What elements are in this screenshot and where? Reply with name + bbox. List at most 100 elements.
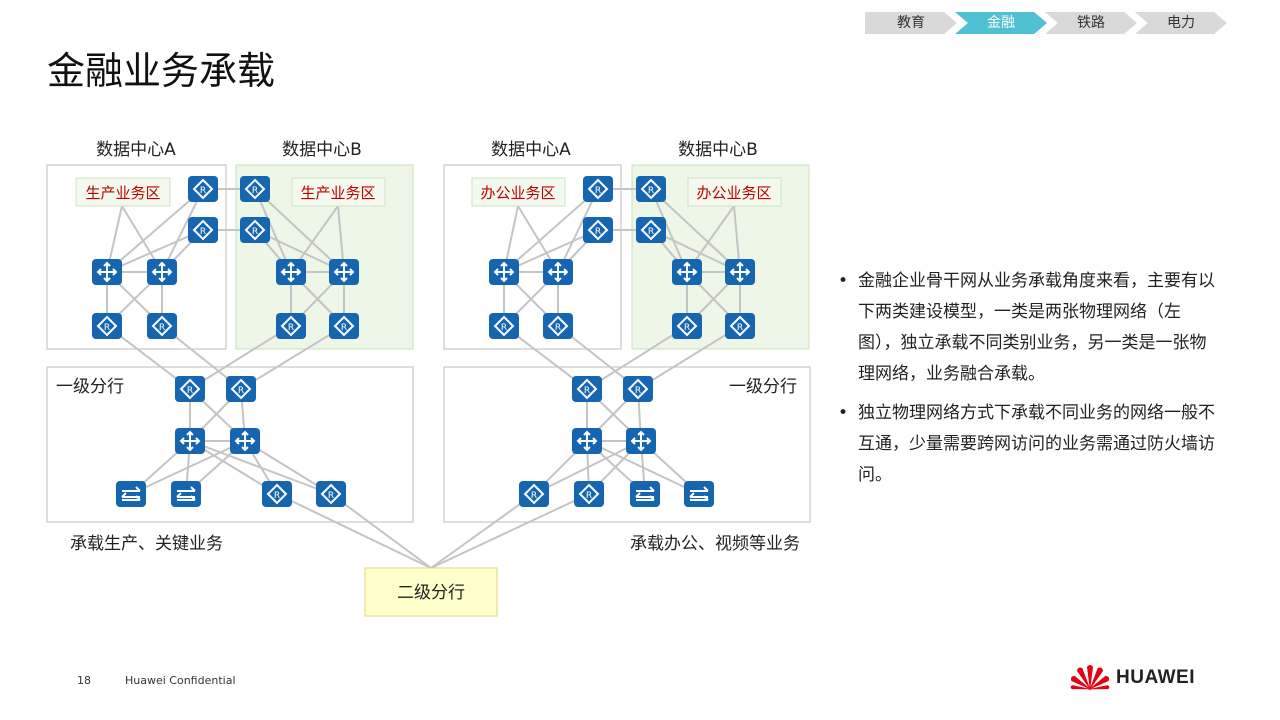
svg-text:R: R (501, 323, 507, 333)
network-link (430, 493, 590, 569)
router-icon: R (672, 313, 702, 339)
left-dc-a-title: 数据中心A (96, 140, 176, 160)
network-link (586, 440, 700, 495)
l3-switch-icon (92, 259, 122, 285)
router-icon: R (262, 481, 292, 507)
network-link (240, 325, 345, 390)
l3-switch-icon (543, 259, 573, 285)
router-icon: R (623, 376, 653, 402)
svg-text:R: R (595, 186, 601, 196)
firewall-icon (171, 481, 201, 507)
l3-switch-icon (175, 428, 205, 454)
right-dc-b-title: 数据中心B (678, 140, 758, 160)
left-branch-label: 一级分行 (56, 377, 124, 397)
left-dc-b-title: 数据中心B (282, 140, 362, 160)
page-number: 18 (77, 674, 91, 687)
network-link (189, 325, 292, 390)
network-link (650, 188, 688, 273)
huawei-logo: HUAWEI (1070, 663, 1195, 693)
network-link (430, 493, 535, 569)
network-link (254, 188, 292, 273)
router-icon: R (329, 313, 359, 339)
network-link (254, 188, 345, 273)
secondary-branch-label: 二级分行 (397, 583, 465, 603)
svg-text:R: R (328, 491, 334, 501)
bullet-item: 独立物理网络方式下承载不同业务的网络一般不互通，少量需要跨网访问的业务需通过防火… (838, 398, 1223, 491)
svg-text:R: R (595, 227, 601, 237)
right-zone-a-label: 办公业务区 (480, 184, 555, 202)
svg-text:R: R (648, 186, 654, 196)
network-link (106, 229, 204, 273)
network-diagram: 生产业务区 生产业务区 办公业务区 办公业务区 R R R R R R R R R R R R R R R R… (46, 140, 811, 617)
confidential-label: Huawei Confidential (125, 674, 236, 687)
router-icon: R (188, 176, 218, 202)
firewall-icon (684, 481, 714, 507)
network-link (503, 188, 599, 273)
network-link (276, 493, 432, 569)
network-link (557, 188, 599, 273)
firewall-icon (116, 481, 146, 507)
router-icon: R (574, 481, 604, 507)
l3-switch-icon (230, 428, 260, 454)
tab-education[interactable]: 教育 (865, 12, 957, 34)
svg-text:R: R (737, 323, 743, 333)
tab-finance[interactable]: 金融 (955, 12, 1047, 34)
right-zone-b-label: 办公业务区 (696, 184, 771, 202)
router-icon: R (519, 481, 549, 507)
bullet-item: 金融企业骨干网从业务承载角度来看，主要有以下两类建设模型，一类是两张物理网络（左… (838, 266, 1223, 390)
svg-text:R: R (288, 323, 294, 333)
huawei-flower-icon (1070, 665, 1110, 691)
router-icon: R (583, 176, 613, 202)
tab-railway[interactable]: 铁路 (1045, 12, 1137, 34)
router-icon: R (276, 313, 306, 339)
svg-text:R: R (648, 227, 654, 237)
left-zone-a-label-box (75, 177, 171, 207)
l3-switch-icon (489, 259, 519, 285)
svg-text:R: R (274, 491, 280, 501)
network-link (161, 188, 204, 273)
router-icon: R (725, 313, 755, 339)
page-title: 金融业务承载 (47, 49, 276, 93)
router-icon: R (175, 376, 205, 402)
secondary-branch-box (364, 567, 498, 617)
scenario-tabs: 教育 金融 铁路 电力 (865, 12, 1227, 34)
svg-text:R: R (238, 386, 244, 396)
l3-switch-icon (147, 259, 177, 285)
right-zone-a-label-box (471, 177, 566, 207)
right-dc-a-title: 数据中心A (491, 140, 571, 160)
router-icon: R (636, 217, 666, 243)
router-icon: R (572, 376, 602, 402)
svg-text:R: R (252, 227, 258, 237)
network-link (637, 325, 741, 390)
l3-switch-icon (672, 259, 702, 285)
svg-text:R: R (586, 491, 592, 501)
router-icon: R (316, 481, 346, 507)
right-caption: 承载办公、视频等业务 (630, 534, 800, 554)
l3-switch-icon (725, 259, 755, 285)
router-icon: R (188, 217, 218, 243)
svg-text:R: R (584, 386, 590, 396)
svg-text:R: R (187, 386, 193, 396)
right-branch-label: 一级分行 (729, 377, 797, 397)
svg-text:R: R (159, 323, 165, 333)
tab-power[interactable]: 电力 (1135, 12, 1227, 34)
left-zone-b-label: 生产业务区 (300, 184, 375, 202)
svg-text:R: R (200, 227, 206, 237)
left-caption: 承载生产、关键业务 (70, 534, 223, 554)
right-zone-b-label-box (687, 177, 782, 207)
logo-text: HUAWEI (1116, 667, 1195, 688)
network-link (189, 440, 332, 495)
router-icon: R (543, 313, 573, 339)
svg-text:R: R (200, 186, 206, 196)
l3-switch-icon (329, 259, 359, 285)
l3-switch-icon (572, 428, 602, 454)
network-link (503, 229, 599, 273)
network-link (106, 188, 204, 273)
router-icon: R (240, 176, 270, 202)
svg-text:R: R (341, 323, 347, 333)
router-icon: R (489, 313, 519, 339)
left-zone-a-label: 生产业务区 (85, 184, 160, 202)
bullet-list: 金融企业骨干网从业务承载角度来看，主要有以下两类建设模型，一类是两张物理网络（左… (838, 266, 1223, 499)
firewall-icon (630, 481, 660, 507)
svg-text:R: R (684, 323, 690, 333)
